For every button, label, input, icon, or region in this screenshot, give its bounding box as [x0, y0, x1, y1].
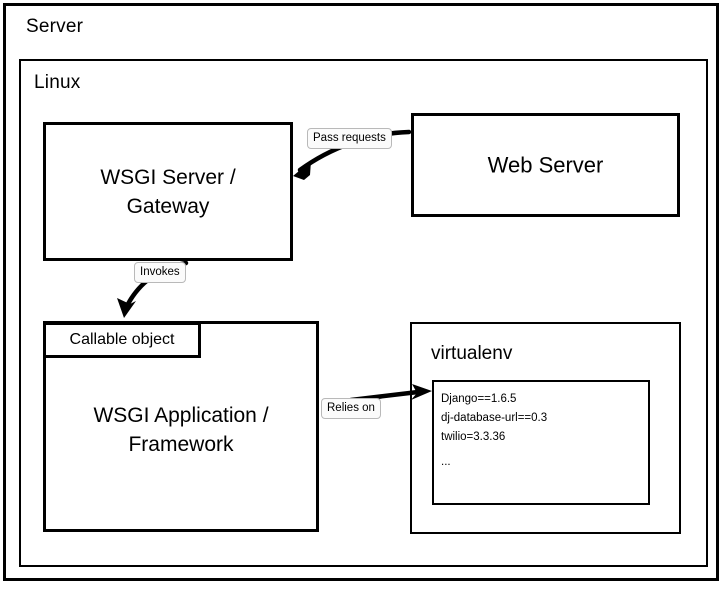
node-wsgi-server-label: WSGI Server / Gateway: [100, 165, 236, 218]
node-virtualenv[interactable]: virtualenv Django==1.6.5 dj-database-url…: [410, 322, 681, 534]
requirements-line: twilio=3.3.36: [441, 431, 506, 443]
node-wsgi-application-label: WSGI Application / Framework: [93, 403, 269, 456]
requirements-list: Django==1.6.5 dj-database-url==0.3 twili…: [432, 380, 650, 505]
node-web-server[interactable]: Web Server: [411, 113, 680, 217]
node-wsgi-server[interactable]: WSGI Server / Gateway: [43, 122, 293, 261]
edge-label-invokes: Invokes: [134, 262, 186, 283]
node-callable-object[interactable]: Callable object: [43, 322, 201, 358]
requirements-line: ...: [441, 456, 451, 468]
container-linux-label: Linux: [34, 72, 81, 93]
requirements-line: dj-database-url==0.3: [441, 412, 548, 424]
edge-label-relies-on: Relies on: [321, 398, 381, 419]
container-server-label: Server: [26, 16, 84, 37]
requirements-line: Django==1.6.5: [441, 393, 517, 405]
edge-label-pass-requests: Pass requests: [307, 128, 392, 149]
node-web-server-label: Web Server: [487, 152, 604, 178]
node-virtualenv-label: virtualenv: [431, 343, 513, 364]
